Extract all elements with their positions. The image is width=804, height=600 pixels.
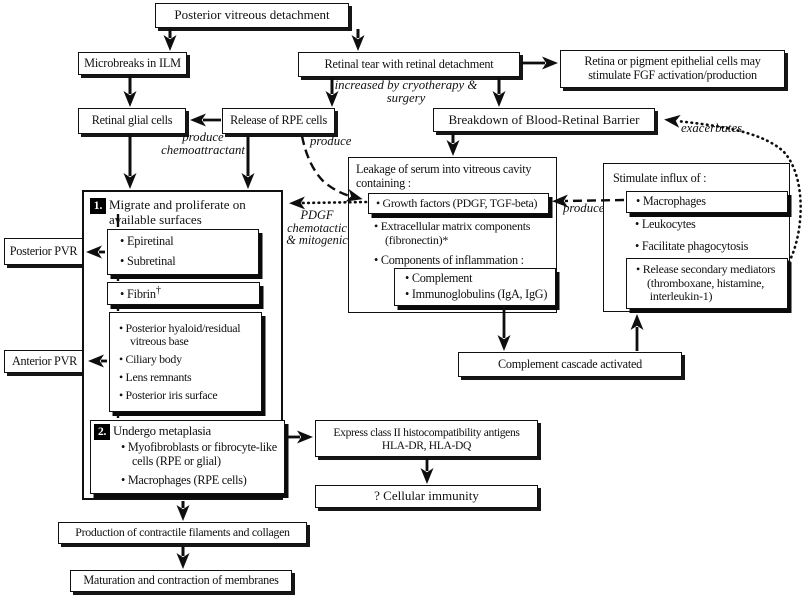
node-release-rpe-cells: Release of RPE cells — [222, 108, 335, 134]
node-macrophages: • Macrophages — [626, 191, 788, 213]
group-serum-leakage: Leakage of serum into vitreous cavity co… — [348, 157, 557, 313]
list-item: • Complement — [405, 271, 473, 286]
list-item: • Subretinal — [120, 254, 176, 268]
step-1-badge: 1. — [90, 198, 106, 214]
leakage-inflammation: • Components of inflammation : — [374, 253, 524, 267]
node-express-hla: Express class II histocompatibility anti… — [315, 420, 538, 457]
label-increased-by-cryotherapy: increased by cryotherapy & surgery — [334, 78, 478, 105]
list-item: • Ciliary body — [119, 352, 182, 367]
list-item: • Macrophages (RPE cells) — [121, 473, 247, 487]
label-exacerbates: exacerbates — [681, 121, 743, 135]
stimulate-phagocytosis: • Facilitate phagocytosis — [635, 239, 749, 253]
list-item: • Growth factors (PDGF, TGF-beta) — [376, 195, 538, 210]
node-growth-factors: • Growth factors (PDGF, TGF-beta) — [368, 193, 549, 214]
list-item: • Posterior hyaloid/residual vitreous ba… — [119, 320, 241, 349]
leakage-ecm: • Extracellular matrix components (fibro… — [374, 219, 531, 248]
label-produce-rpe: produce — [310, 134, 352, 148]
node-posterior-vitreous-detachment: Posterior vitreous detachment — [155, 3, 349, 28]
list-item: • Macrophages — [636, 194, 706, 209]
label-produce-chemoattractant: produce chemoattractant — [161, 130, 245, 158]
fibrin-dagger: † — [155, 285, 161, 297]
node-cellular-immunity: ? Cellular immunity — [315, 485, 538, 508]
leakage-title: Leakage of serum into vitreous cavity co… — [356, 162, 532, 191]
node-retina-fgf: Retina or pigment epithelial cells may s… — [560, 50, 785, 88]
list-item: • Myofibroblasts or fibrocyte-like cells… — [121, 440, 277, 469]
node-blood-retinal-barrier: Breakdown of Blood-Retinal Barrier — [433, 108, 655, 132]
node-complement-immunoglobulins: • Complement • Immunoglobulins (IgA, IgG… — [394, 268, 556, 306]
list-item: • Immunoglobulins (IgA, IgG) — [405, 287, 548, 301]
node-posterior-pvr: Posterior PVR — [4, 238, 83, 265]
node-complement-cascade: Complement cascade activated — [458, 352, 682, 377]
list-item: • Fibrin† — [120, 285, 165, 302]
list-item: • Release secondary mediators (thromboxa… — [636, 262, 776, 304]
label-produce-macrophages: produce — [563, 201, 605, 215]
stimulate-title: Stimulate influx of : — [613, 171, 707, 185]
node-surfaces-epi-sub: • Epiretinal • Subretinal — [107, 229, 259, 275]
fibrin-label: • Fibrin — [120, 287, 156, 302]
stimulate-leukocytes: • Leukocytes — [635, 217, 696, 231]
node-anterior-pvr: Anterior PVR — [4, 350, 85, 373]
node-secondary-mediators: • Release secondary mediators (thromboxa… — [626, 258, 788, 309]
group-undergo-metaplasia: 2. Undergo metaplasia • Myofibroblasts o… — [90, 420, 285, 494]
list-item: • Lens remnants — [119, 369, 192, 384]
node-membrane-contraction: Maturation and contraction of membranes — [70, 570, 292, 592]
node-microbreaks-ilm: Microbreaks in ILM — [78, 52, 187, 75]
node-retinal-tear: Retinal tear with retinal detachment — [298, 52, 520, 77]
node-retinal-glial-cells: Retinal glial cells — [78, 108, 186, 134]
label-pdgf-chemotactic: PDGF chemotactic & mitogenic — [286, 208, 348, 248]
list-item: • Posterior iris surface — [119, 387, 218, 402]
step-1-title: Migrate and proliferate on available sur… — [109, 197, 246, 228]
node-anterior-surfaces: • Posterior hyaloid/residual vitreous ba… — [109, 312, 262, 412]
step-2-badge: 2. — [94, 424, 110, 440]
node-contractile-filaments: Production of contractile filaments and … — [58, 522, 307, 544]
node-fibrin: • Fibrin† — [107, 282, 260, 305]
step-2-title: Undergo metaplasia — [113, 424, 211, 438]
group-stimulate-influx: Stimulate influx of : • Macrophages • Le… — [603, 163, 790, 312]
group-migrate-proliferate: 1. Migrate and proliferate on available … — [82, 190, 285, 500]
list-item: • Epiretinal — [120, 234, 174, 249]
